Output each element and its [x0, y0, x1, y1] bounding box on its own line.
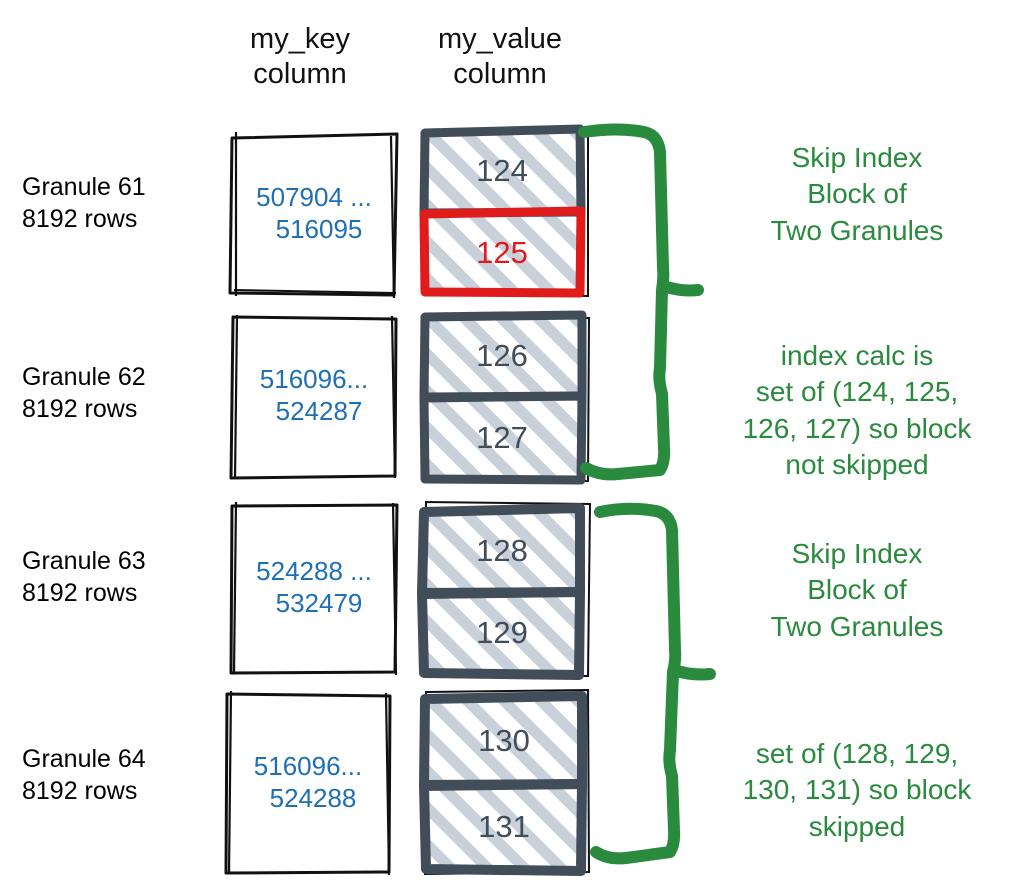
annotation-skip-index-block-1: Skip Index Block of Two Granules: [770, 142, 944, 246]
key-box-64: 516096... 524288: [222, 690, 394, 876]
value-group-64: 130 131: [410, 688, 591, 876]
key-box-63: 524288 ... 532479: [228, 500, 400, 676]
value-group-62: 126 127: [412, 310, 592, 486]
key-box-outline-icon: [224, 690, 392, 876]
granule-label-63: Granule 63 8192 rows: [22, 547, 146, 607]
annotation-skip-index-block-2: Skip Index Block of Two Granules: [770, 538, 944, 642]
key-box-61: 507904 ... 516095: [228, 130, 400, 299]
key-box-outline-icon: [229, 314, 398, 480]
column-header-my-key: my_key column: [250, 23, 350, 91]
annotation-index-calc-not-skipped: index calc is set of (124, 125, 126, 127…: [742, 340, 972, 481]
granule-label-61: Granule 61 8192 rows: [22, 173, 146, 233]
value-box-outline-icon: [419, 688, 591, 876]
value-group-61: 124 125: [412, 124, 592, 300]
column-header-my-value: my_value column: [437, 23, 563, 91]
key-box-outline-icon: [229, 501, 399, 676]
skip-index-bracket-icon-2: [590, 502, 716, 865]
value-box-outline-icon: [417, 500, 592, 680]
granule-label-62: Granule 62 8192 rows: [22, 363, 146, 423]
key-box-outline-icon: [228, 132, 399, 299]
granule-label-64: Granule 64 8192 rows: [22, 745, 146, 805]
skip-index-bracket-icon-1: [578, 123, 704, 481]
value-box-outline-icon: [419, 124, 589, 298]
value-group-63: 128 129: [408, 500, 592, 680]
annotation-index-calc-skipped: set of (128, 129, 130, 131) so block ski…: [742, 738, 972, 842]
value-box-outline-icon: [419, 310, 591, 485]
key-box-62: 516096... 524287: [228, 312, 400, 480]
